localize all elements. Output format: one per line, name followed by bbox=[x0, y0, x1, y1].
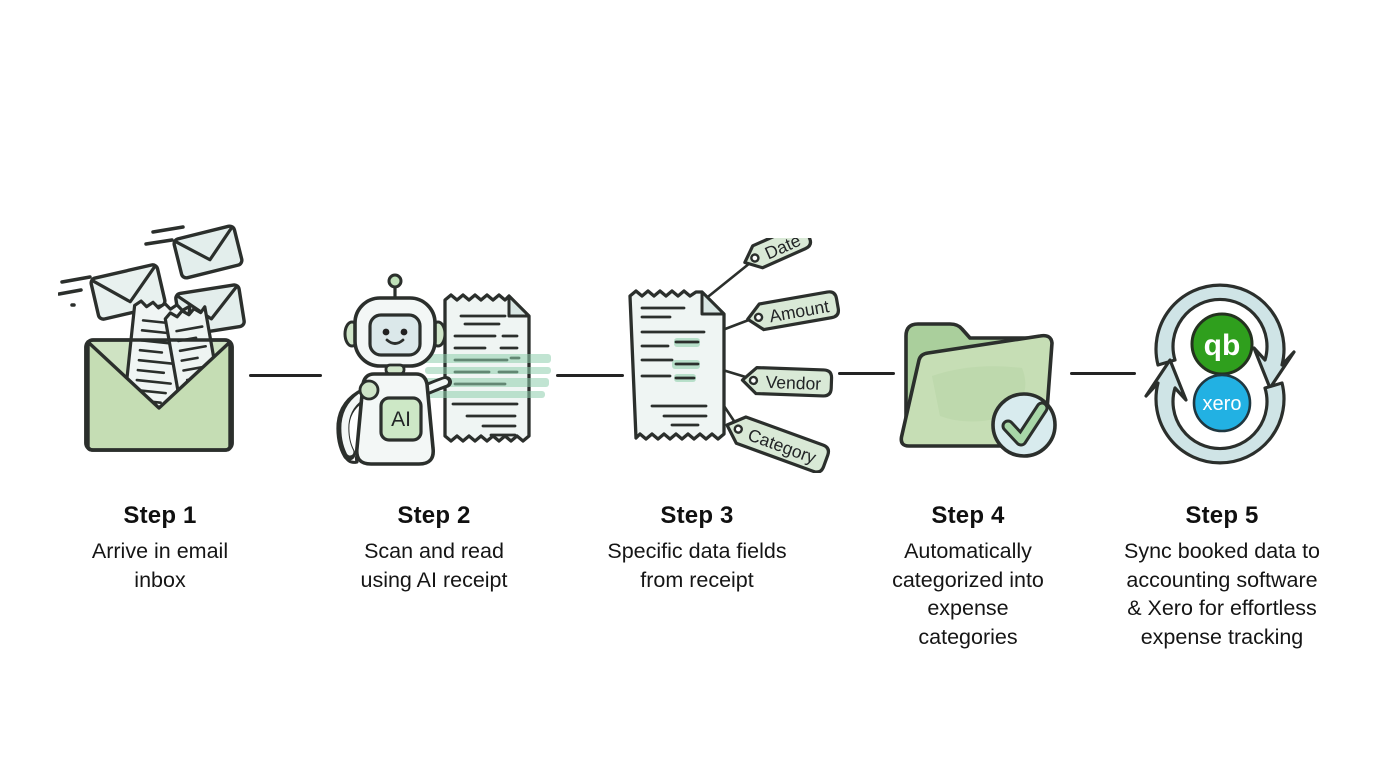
flying-envelope-icon bbox=[172, 224, 244, 280]
tag-vendor: Vendor bbox=[740, 365, 834, 398]
step-description: Scan and read using AI receipt bbox=[360, 539, 508, 592]
step-caption: Step 3 Specific data fields from receipt bbox=[577, 502, 817, 594]
scan-lines-icon bbox=[419, 354, 551, 398]
step-title: Step 5 bbox=[1185, 502, 1259, 529]
expense-folder-icon bbox=[899, 322, 1057, 458]
receipt-icon bbox=[628, 289, 726, 441]
receipt-icon bbox=[419, 293, 551, 443]
open-envelope-receipts-icon bbox=[84, 299, 234, 452]
ai-badge-label: AI bbox=[391, 408, 411, 431]
email-inbox-icon bbox=[58, 224, 246, 452]
step-title: Step 4 bbox=[931, 502, 1005, 529]
tag-label: Vendor bbox=[765, 372, 821, 394]
tag-date: Date bbox=[743, 238, 813, 270]
step-title: Step 3 bbox=[660, 502, 734, 529]
tag-amount: Amount bbox=[746, 290, 841, 332]
step-description: Arrive in email inbox bbox=[91, 539, 229, 592]
connector-line bbox=[556, 374, 624, 377]
xero-logo: xero bbox=[1192, 373, 1252, 433]
step-title: Step 2 bbox=[397, 502, 471, 529]
step-caption: Step 1 Arrive in email inbox bbox=[50, 502, 270, 594]
ai-robot-scan-icon: AI bbox=[336, 273, 551, 466]
step-description: Automatically categorized into expense c… bbox=[892, 539, 1044, 649]
xero-label: xero bbox=[1203, 393, 1242, 415]
robot-icon: AI bbox=[336, 273, 452, 466]
quickbooks-logo: qb bbox=[1190, 312, 1254, 376]
connector-line bbox=[1070, 372, 1136, 375]
quickbooks-label: qb bbox=[1204, 329, 1241, 362]
tag-category: Category bbox=[725, 415, 831, 473]
sync-accounting-icon: qb xero bbox=[1144, 283, 1296, 465]
ai-badge bbox=[379, 396, 423, 442]
step-caption: Step 4 Automatically categorized into ex… bbox=[858, 502, 1078, 651]
step-caption: Step 5 Sync booked data to accounting so… bbox=[1094, 502, 1350, 651]
step-description: Specific data fields from receipt bbox=[607, 539, 787, 592]
receipt-data-tags-icon: Date Amount Vendor Category bbox=[628, 238, 841, 473]
step-description: Sync booked data to accounting software … bbox=[1123, 539, 1321, 649]
step-title: Step 1 bbox=[123, 502, 197, 529]
step-caption: Step 2 Scan and read using AI receipt bbox=[324, 502, 544, 594]
check-icon bbox=[991, 392, 1057, 458]
motion-lines-icon bbox=[58, 225, 185, 307]
connector-line bbox=[249, 374, 322, 377]
connector-line bbox=[838, 372, 895, 375]
